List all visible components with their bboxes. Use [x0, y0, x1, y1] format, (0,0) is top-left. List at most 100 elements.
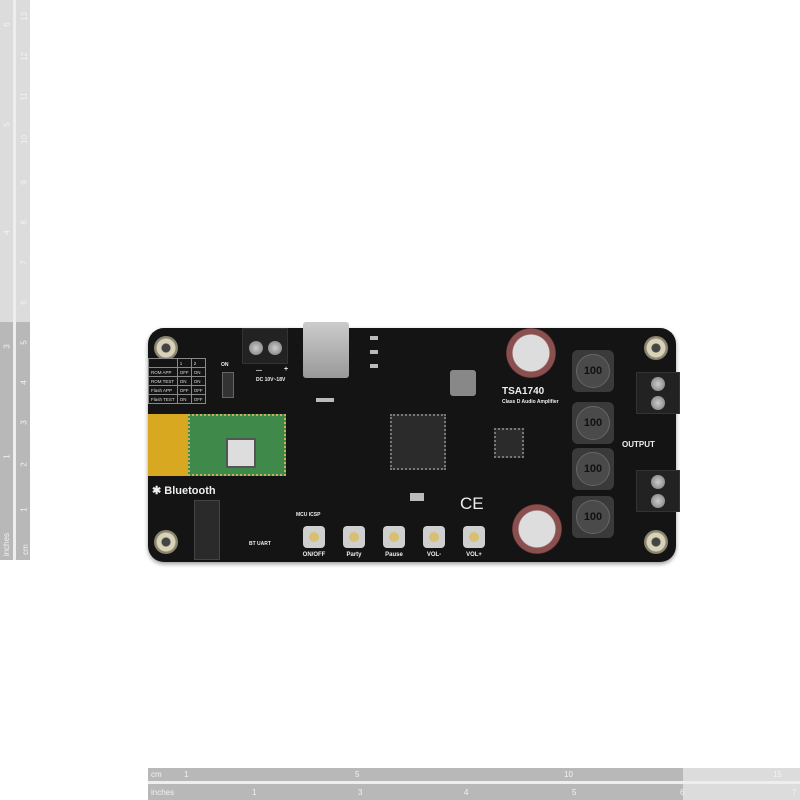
cm-label: 1 — [184, 770, 189, 779]
cm-label: 3 — [19, 420, 29, 425]
inductor: 100 — [572, 496, 614, 538]
cfg-cell: Flash TEST — [148, 394, 178, 404]
smd-part — [370, 336, 378, 340]
smd-part — [370, 350, 378, 354]
cfg-cell: OFF — [190, 385, 206, 395]
mcu-chip — [390, 414, 446, 470]
switch-on-label: ON — [221, 362, 229, 368]
plus-label: + — [284, 366, 289, 373]
bottom-ruler: cm 1 5 10 15 inches 1 3 4 5 6 7 — [148, 768, 800, 800]
cm-label: 12 — [19, 52, 29, 61]
ce-mark: CE — [460, 494, 484, 513]
cfg-cell: ROM APP — [148, 367, 178, 377]
cm-label: 5 — [19, 340, 29, 345]
smd-part — [316, 398, 334, 402]
cm-label: 13 — [19, 12, 29, 21]
cm-label: 9 — [19, 180, 29, 185]
cfg-cell: ON — [176, 376, 192, 386]
cm-unit: cm — [20, 544, 30, 555]
amp-chip — [494, 428, 524, 458]
cm-unit: cm — [151, 770, 162, 779]
cfg-cell: ON — [176, 394, 192, 404]
power-label: DC 10V~18V — [256, 377, 286, 383]
cm-label: 7 — [19, 260, 29, 265]
button-label: ON/OFF — [302, 552, 326, 558]
mcu-icsp-label: MCU ICSP — [296, 512, 321, 518]
inductor: 100 — [572, 350, 614, 392]
capacitor — [512, 504, 562, 554]
inch-label: 4 — [464, 788, 469, 797]
cm-label: 11 — [19, 92, 29, 101]
screw — [651, 396, 665, 410]
cfg-cell: Flash APP — [148, 385, 178, 395]
bluetooth-logo: ✱ Bluetooth — [152, 485, 216, 497]
dc-jack — [303, 322, 349, 378]
mount-hole — [644, 336, 668, 360]
button-label: Pause — [385, 552, 403, 558]
chip-name: TSA1740 — [502, 386, 545, 397]
ruler-edge — [13, 0, 16, 560]
cm-label: 6 — [19, 300, 29, 305]
cfg-cell: OFF — [176, 367, 192, 377]
ruler-edge — [148, 781, 800, 784]
bt-uart-label: BT UART — [249, 541, 271, 547]
cm-label: 15 — [773, 770, 782, 779]
cfg-cell: ON — [190, 376, 206, 386]
party-button[interactable] — [343, 526, 365, 548]
cm-label: 10 — [19, 135, 29, 144]
output-label: OUTPUT — [622, 440, 655, 449]
cfg-cell: 2 — [190, 358, 206, 368]
inductor-value: 100 — [576, 354, 610, 388]
tactile-switch — [450, 370, 476, 396]
button-label: VOL+ — [466, 552, 482, 558]
inch-label: 3 — [2, 344, 12, 349]
inch-unit: inches — [151, 788, 175, 797]
bluetooth-label: Bluetooth — [164, 485, 216, 497]
cfg-cell: OFF — [190, 394, 206, 404]
output-terminal — [636, 372, 680, 414]
bluetooth-module — [188, 414, 286, 476]
cm-label: 1 — [19, 507, 29, 512]
module-shield — [226, 438, 256, 468]
inch-label: 4 — [2, 230, 12, 235]
button-label: VOL- — [426, 552, 442, 558]
cm-label: 5 — [355, 770, 360, 779]
inch-label: 3 — [358, 788, 363, 797]
button-cap — [389, 532, 399, 542]
cfg-cell: ROM TEST — [148, 376, 178, 386]
inch-label: 6 — [680, 788, 685, 797]
inductor-value: 100 — [576, 452, 610, 486]
button-cap — [309, 532, 319, 542]
cfg-cell — [148, 358, 178, 368]
cm-label: 2 — [19, 462, 29, 467]
cfg-cell: OFF — [176, 385, 192, 395]
screw — [249, 341, 263, 355]
minus-label: — — [256, 368, 262, 374]
inductor: 100 — [572, 448, 614, 490]
mount-hole — [154, 530, 178, 554]
chip-description: Class D Audio Amplifier — [502, 399, 559, 405]
screw — [651, 377, 665, 391]
screw — [651, 494, 665, 508]
inch-unit: inches — [2, 532, 12, 557]
vol-down-button[interactable] — [423, 526, 445, 548]
inch-label: 5 — [572, 788, 577, 797]
on-off-button[interactable] — [303, 526, 325, 548]
screw — [268, 341, 282, 355]
cm-label: 10 — [564, 770, 573, 779]
cm-label: 8 — [19, 220, 29, 225]
cfg-cell: 1 — [176, 358, 192, 368]
pause-button[interactable] — [383, 526, 405, 548]
vol-up-button[interactable] — [463, 526, 485, 548]
dip-switch — [222, 372, 234, 398]
cfg-cell: ON — [190, 367, 206, 377]
power-terminal — [242, 328, 288, 364]
cm-label: 4 — [19, 380, 29, 385]
inductor-value: 100 — [576, 406, 610, 440]
capacitor — [506, 328, 556, 378]
inductor: 100 — [572, 402, 614, 444]
inch-label: 6 — [2, 22, 12, 27]
inch-label: 5 — [2, 122, 12, 127]
